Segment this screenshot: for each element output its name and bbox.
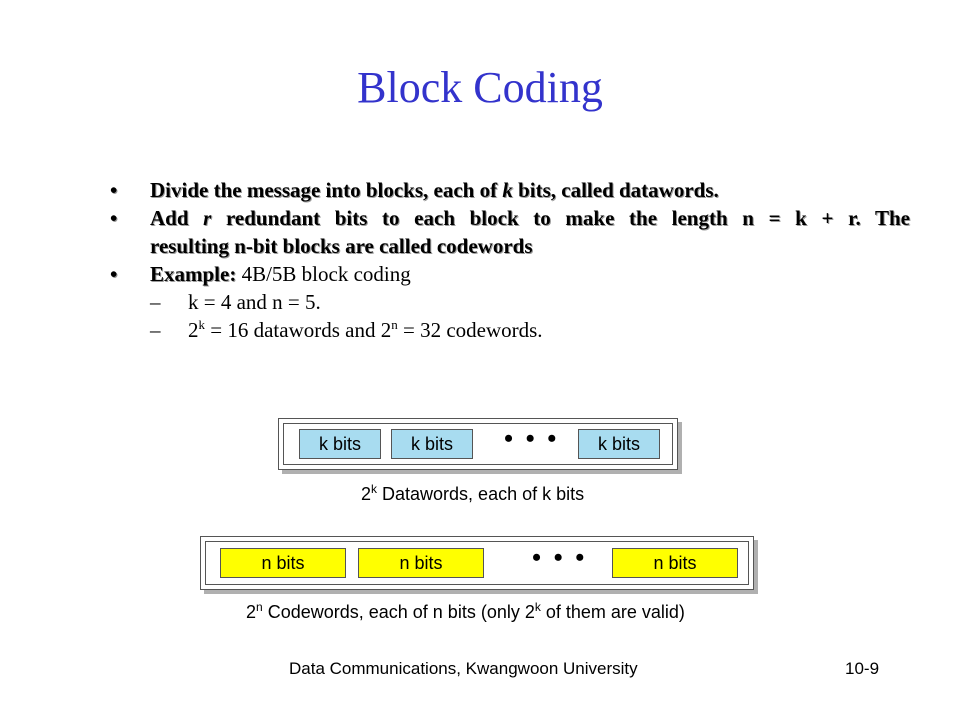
- codeword-frame-inner: [205, 541, 749, 585]
- footer-page-number: 10-9: [845, 659, 880, 678]
- bullet-list: • Divide the message into blocks, each o…: [110, 176, 910, 344]
- bullet-marker: •: [110, 262, 118, 286]
- dataword-ellipsis: • • •: [504, 424, 560, 453]
- dataword-cell: k bits: [299, 429, 381, 459]
- bullet-marker: •: [110, 178, 118, 202]
- dataword-caption: 2k Datawords, each of k bits: [361, 482, 585, 504]
- bullet-2-line-1: Add r redundant bits to each block to ma…: [150, 206, 910, 230]
- bullet-1: • Divide the message into blocks, each o…: [110, 176, 910, 204]
- bullet-2: • Add r redundant bits to each block to …: [110, 204, 910, 260]
- codeword-ellipsis: • • •: [532, 543, 588, 572]
- example-text: 4B/5B block coding: [236, 262, 411, 286]
- bullet-marker: •: [110, 206, 118, 230]
- codeword-cell: n bits: [612, 548, 738, 578]
- slide-title: Block Coding: [357, 63, 603, 112]
- codeword-cell: n bits: [358, 548, 484, 578]
- bullet-3: • Example: 4B/5B block coding: [110, 260, 910, 288]
- bullet-2-line-2: resulting n-bit blocks are called codewo…: [150, 234, 533, 258]
- dash-marker: –: [150, 318, 161, 342]
- sub-bullet-2: – 2k = 16 datawords and 2n = 32 codeword…: [110, 316, 910, 344]
- codeword-cell: n bits: [220, 548, 346, 578]
- bullet-1-text: Divide the message into blocks, each of …: [150, 178, 719, 202]
- footer-source: Data Communications, Kwangwoon Universit…: [289, 659, 638, 678]
- codeword-caption: 2n Codewords, each of n bits (only 2k of…: [246, 600, 685, 622]
- dash-marker: –: [150, 290, 161, 314]
- sub-bullet-2-text: 2k = 16 datawords and 2n = 32 codewords.: [188, 317, 543, 342]
- sub-bullet-1-text: k = 4 and n = 5.: [188, 290, 321, 314]
- sub-bullet-1: – k = 4 and n = 5.: [110, 288, 910, 316]
- dataword-cell: k bits: [391, 429, 473, 459]
- dataword-cell: k bits: [578, 429, 660, 459]
- example-label: Example:: [150, 262, 237, 286]
- dataword-frame-inner: [283, 423, 673, 465]
